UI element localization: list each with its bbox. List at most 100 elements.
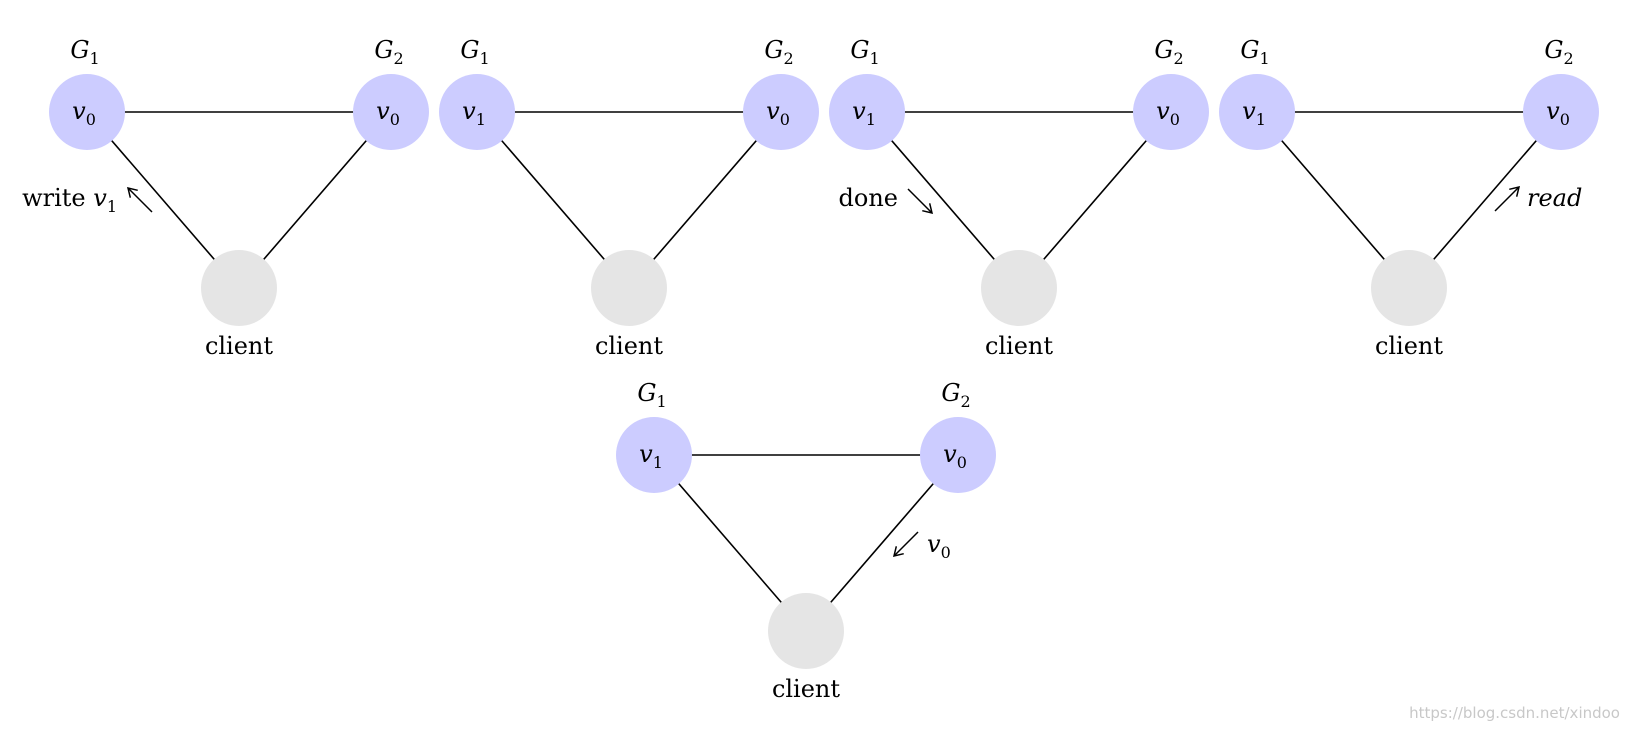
message-arrow [127,187,153,213]
g2-label: G2 [764,36,793,68]
g2-node [920,417,996,493]
g1-label-letter: G [637,379,656,407]
g2-node-value: v0 [766,97,790,129]
g1-label: G1 [1240,36,1269,68]
g2-label: G2 [374,36,403,68]
message-arrowhead [126,186,138,198]
message-arrow [1494,186,1520,212]
g1-node-value-subscript: 1 [653,453,663,472]
message-value-letter: v [93,184,107,212]
edge-g2-client [238,111,392,289]
g1-label: G1 [70,36,99,68]
client-node [768,593,844,669]
g2-node-value-subscript: 0 [957,453,967,472]
g2-node-value: v0 [376,97,400,129]
client-label: client [1375,332,1443,360]
message-text: read [1527,184,1582,212]
g1-node-value: v1 [852,97,876,129]
edge-g2-client [1408,111,1562,289]
client-node [981,250,1057,326]
g2-node-value-letter: v [766,97,780,125]
message-label: v0 [927,530,951,562]
g2-label: G2 [1544,36,1573,68]
message-value-letter: v [927,530,941,558]
message-arrowhead [1509,185,1521,197]
g2-node-value-letter: v [1546,97,1560,125]
g1-node-value-letter: v [852,97,866,125]
g1-node-value: v1 [639,440,663,472]
client-label: client [205,332,273,360]
message-arrowhead [922,203,934,215]
g1-label-subscript: 1 [656,392,666,411]
g1-label-subscript: 1 [479,49,489,68]
g2-node [1523,74,1599,150]
g2-node-value-subscript: 0 [780,110,790,129]
g2-label-subscript: 2 [1563,49,1573,68]
client-node [201,250,277,326]
client-node [591,250,667,326]
g1-label: G1 [637,379,666,411]
g1-node-value-letter: v [639,440,653,468]
g2-label-letter: G [374,36,393,64]
client-label: client [985,332,1053,360]
g1-label-letter: G [1240,36,1259,64]
message-label: done [839,184,898,212]
g1-node-value-subscript: 1 [866,110,876,129]
g2-label: G2 [1154,36,1183,68]
g1-label-letter: G [460,36,479,64]
g2-label-subscript: 2 [960,392,970,411]
g1-node-value: v1 [1242,97,1266,129]
g2-node-value-subscript: 0 [390,110,400,129]
g1-node-value: v1 [462,97,486,129]
g2-node [353,74,429,150]
g1-node [439,74,515,150]
message-text: done [839,184,898,212]
g1-node-value-letter: v [72,97,86,125]
edge-g2-client [1018,111,1172,289]
g2-node-value-letter: v [1156,97,1170,125]
g1-label: G1 [460,36,489,68]
g2-node [1133,74,1209,150]
g1-node-value-subscript: 0 [86,110,96,129]
g2-label-letter: G [1154,36,1173,64]
g2-node-value: v0 [1156,97,1180,129]
g2-label-letter: G [764,36,783,64]
g2-node [743,74,819,150]
g2-node-value-letter: v [943,440,957,468]
message-value-subscript: 1 [107,197,117,216]
g1-node [616,417,692,493]
edge-g1-client [653,454,807,632]
message-value-subscript: 0 [941,543,951,562]
client-node [1371,250,1447,326]
g1-node-value-subscript: 1 [476,110,486,129]
g1-label-subscript: 1 [1259,49,1269,68]
g2-label-letter: G [1544,36,1563,64]
g2-label-letter: G [941,379,960,407]
edge-g1-client [86,111,240,289]
message-arrow [893,531,919,557]
g2-label-subscript: 2 [393,49,403,68]
g2-node-value-letter: v [376,97,390,125]
g1-label-subscript: 1 [89,49,99,68]
g1-node-value-subscript: 1 [1256,110,1266,129]
message-label: write v1 [22,184,117,216]
message-label: read [1527,184,1582,212]
edge-g1-client [866,111,1020,289]
client-label: client [595,332,663,360]
g1-node [829,74,905,150]
g1-label-letter: G [850,36,869,64]
edge-g2-client [628,111,782,289]
message-text: write [22,184,93,212]
edge-g2-client [805,454,959,632]
g1-label-subscript: 1 [869,49,879,68]
g2-node-value-subscript: 0 [1560,110,1570,129]
g1-node [1219,74,1295,150]
g1-label: G1 [850,36,879,68]
edge-g1-client [476,111,630,289]
message-arrowhead [892,546,904,558]
